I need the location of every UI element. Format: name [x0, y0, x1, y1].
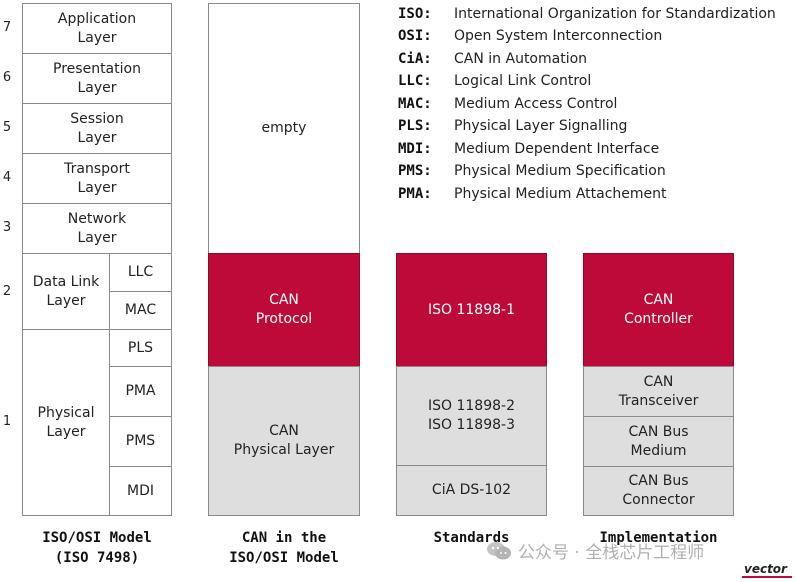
legend-desc: Logical Link Control — [454, 73, 592, 89]
legend-abbr: MAC: — [398, 96, 432, 112]
layer-number-1: 1 — [2, 414, 12, 429]
standards-caption: Standards — [433, 530, 510, 546]
layer-number-4: 4 — [2, 170, 12, 185]
standard-cia-ds-102: CiA DS-102 — [396, 465, 547, 516]
legend-abbr: OSI: — [398, 28, 432, 44]
vector-logo-underline — [742, 576, 792, 578]
legend-desc: Medium Access Control — [454, 96, 618, 112]
impl-can-bus-medium: CAN Bus Medium — [583, 416, 734, 467]
layer-number-3: 3 — [2, 220, 12, 235]
osi-data-link-layer: Data Link Layer — [22, 253, 110, 330]
osi-transport-layer: Transport Layer — [22, 153, 172, 204]
can-empty-box: empty — [208, 3, 360, 254]
osi-application-layer: Application Layer — [22, 3, 172, 54]
can-model-caption: CAN in the ISO/OSI Model — [229, 530, 339, 566]
osi-session-layer: Session Layer — [22, 103, 172, 154]
legend-abbr: PMS: — [398, 163, 432, 179]
legend-desc: Open System Interconnection — [454, 28, 663, 44]
implementation-caption: Implementation — [599, 530, 718, 546]
impl-can-transceiver: CAN Transceiver — [583, 366, 734, 417]
osi-physical-layer: Physical Layer — [22, 329, 110, 516]
legend-desc: Physical Medium Specification — [454, 163, 666, 179]
layer-number-2: 2 — [2, 284, 12, 299]
wechat-icon — [486, 541, 512, 561]
legend-abbr: LLC: — [398, 73, 432, 89]
legend-abbr: MDI: — [398, 141, 432, 157]
standard-iso-11898-1: ISO 11898-1 — [396, 253, 547, 367]
layer-number-5: 5 — [2, 120, 12, 135]
layer-number-7: 7 — [2, 20, 12, 35]
legend-abbr: PLS: — [398, 118, 432, 134]
osi-llc-sublayer: LLC — [109, 253, 172, 292]
osi-presentation-layer: Presentation Layer — [22, 53, 172, 104]
osi-mac-sublayer: MAC — [109, 291, 172, 330]
osi-network-layer: Network Layer — [22, 203, 172, 254]
osi-mdi-sublayer: MDI — [109, 466, 172, 516]
can-protocol-box: CAN Protocol — [208, 253, 360, 367]
osi-model-caption: ISO/OSI Model (ISO 7498) — [42, 530, 152, 566]
wechat-watermark: 公众号 · 全栈芯片工程师 — [486, 538, 704, 563]
legend-abbr: ISO: — [398, 6, 432, 22]
legend-desc: Physical Medium Attachement — [454, 186, 667, 202]
impl-can-controller: CAN Controller — [583, 253, 734, 367]
legend-abbr: PMA: — [398, 186, 432, 202]
legend-abbr: CiA: — [398, 51, 432, 67]
legend-desc: Medium Dependent Interface — [454, 141, 660, 157]
layer-number-6: 6 — [2, 70, 12, 85]
can-physical-layer-box: CAN Physical Layer — [208, 366, 360, 516]
legend-desc: International Organization for Standardi… — [454, 6, 776, 22]
osi-pma-sublayer: PMA — [109, 366, 172, 417]
osi-pls-sublayer: PLS — [109, 329, 172, 367]
legend-desc: CAN in Automation — [454, 51, 588, 67]
watermark-text: 公众号 · 全栈芯片工程师 — [518, 543, 705, 563]
vector-logo: vector — [744, 562, 787, 576]
osi-pms-sublayer: PMS — [109, 416, 172, 467]
legend-desc: Physical Layer Signalling — [454, 118, 628, 134]
impl-can-bus-connector: CAN Bus Connector — [583, 466, 734, 516]
standard-iso-11898-2-3: ISO 11898-2 ISO 11898-3 — [396, 366, 547, 466]
